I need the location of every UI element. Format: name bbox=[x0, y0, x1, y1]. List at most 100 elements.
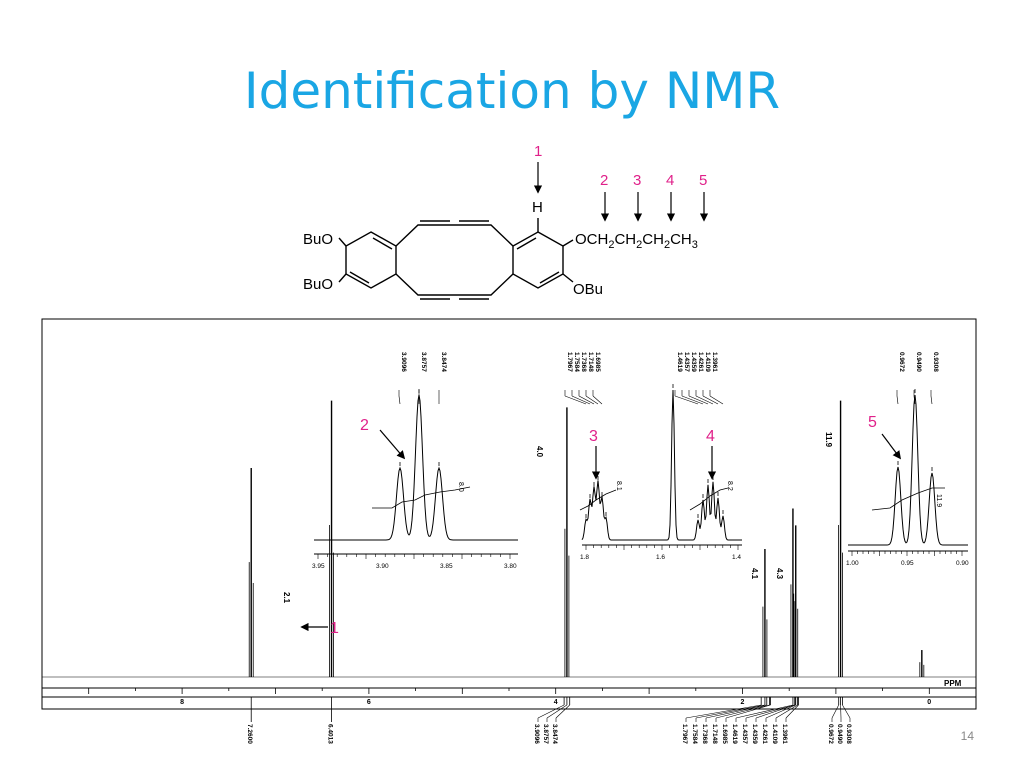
integral-curve bbox=[689, 487, 729, 511]
peak-value-label: 1.4109 bbox=[704, 352, 711, 372]
left-ring-double-bond bbox=[372, 237, 393, 250]
inset-integral: 8.1 bbox=[615, 481, 622, 491]
peak-leader bbox=[842, 704, 851, 719]
structure-labels: BuO BuO OBu H OCH2CH2CH2CH3 bbox=[303, 199, 698, 298]
buo-label: BuO bbox=[303, 276, 333, 293]
peak-value-label: 0.9490 bbox=[915, 352, 922, 372]
peak-value-label: 1.4357 bbox=[741, 724, 748, 744]
integral-labels: 2.1 4.0 4.1 4.3 11.9 bbox=[282, 432, 833, 604]
peak-leader bbox=[755, 704, 795, 719]
peak-leader bbox=[745, 704, 795, 719]
inset-axis-label: 0.90 bbox=[956, 560, 969, 567]
peak-leader bbox=[702, 395, 719, 405]
bond bbox=[562, 273, 574, 283]
peak-leader bbox=[709, 395, 724, 405]
buo-label: BuO bbox=[303, 231, 333, 248]
inset-axis-label: 1.4 bbox=[732, 554, 741, 561]
integral-label: 4.3 bbox=[775, 568, 784, 580]
peak-value-label: 1.4109 bbox=[771, 724, 778, 744]
integral-curve bbox=[372, 486, 471, 509]
axis-tick-label: 0 bbox=[927, 699, 931, 706]
diyne-bridge-top bbox=[395, 224, 514, 247]
inset-label-3: 3 bbox=[589, 428, 598, 445]
peak-value-label: 0.9490 bbox=[836, 724, 843, 744]
peak-leader bbox=[571, 395, 591, 405]
inset-axis-label: 1.00 bbox=[846, 560, 859, 567]
position-arrows bbox=[533, 162, 709, 222]
peak-value-label: 3.8757 bbox=[542, 724, 549, 744]
left-benzene-ring bbox=[345, 231, 397, 289]
diyne-bridge-bottom bbox=[395, 273, 514, 296]
peak-value-label: 1.7584 bbox=[573, 352, 580, 372]
peak-leader bbox=[785, 704, 799, 719]
peak-leader bbox=[674, 395, 699, 405]
peak-value-label: 1.4357 bbox=[683, 352, 690, 372]
inset-spectrum-trace bbox=[581, 389, 742, 541]
peak-leader bbox=[765, 704, 796, 719]
integral-label: 4.0 bbox=[535, 446, 544, 458]
peak-value-label: 0.9308 bbox=[845, 724, 852, 744]
peak-value-label: 1.4261 bbox=[761, 724, 768, 744]
peak-value-label: 3.9096 bbox=[400, 352, 407, 372]
peak-value-label: 1.7368 bbox=[701, 724, 708, 744]
inset-axis-label: 1.6 bbox=[656, 554, 665, 561]
peak-value-label: 1.4359 bbox=[751, 724, 758, 744]
peak-value-label: 1.4619 bbox=[676, 352, 683, 372]
inset-spectrum-trace bbox=[314, 394, 518, 541]
position-label-1: 1 bbox=[534, 143, 542, 160]
spectrum-frame bbox=[41, 318, 977, 710]
peak-leader bbox=[896, 395, 899, 405]
integral-label: 2.1 bbox=[282, 592, 291, 604]
peak-value-label: 0.9672 bbox=[827, 724, 834, 744]
peak-label-1: 1 bbox=[330, 620, 339, 637]
peak-value-label: 3.8474 bbox=[440, 352, 447, 372]
peak-value-label: 1.7368 bbox=[580, 352, 587, 372]
peak-value-label: 3.9096 bbox=[533, 724, 540, 744]
peak-value-label: 3.8757 bbox=[420, 352, 427, 372]
inset-axis-label: 3.85 bbox=[440, 563, 453, 570]
peak-leader bbox=[546, 704, 568, 719]
ppm-unit-label: PPM bbox=[944, 679, 962, 688]
position-labels: 1 2 3 4 5 bbox=[534, 143, 707, 189]
peak-leader bbox=[685, 704, 762, 719]
peak-leader bbox=[695, 704, 765, 719]
arrow-icon bbox=[881, 433, 902, 460]
inset-ch2: 1.8 1.6 1.4 3 4 8.1 8.2 bbox=[579, 384, 742, 561]
peak-leader bbox=[725, 704, 771, 719]
inset-axis-label: 0.95 bbox=[901, 560, 914, 567]
peak-value-label: 0.9308 bbox=[932, 352, 939, 372]
peak-value-label: 1.6985 bbox=[721, 724, 728, 744]
bond bbox=[338, 273, 347, 283]
right-ring-double-bond bbox=[539, 271, 560, 284]
integral-label: 4.1 bbox=[750, 568, 759, 580]
right-benzene-ring bbox=[512, 231, 564, 289]
inset-spectrum-trace bbox=[848, 394, 968, 546]
peak-value-label: 1.7967 bbox=[681, 724, 688, 744]
integral-curve bbox=[871, 487, 945, 511]
inset-label-4: 4 bbox=[706, 428, 715, 445]
alkoxy-chain-label: OCH2CH2CH2CH3 bbox=[575, 231, 698, 251]
molecular-structure bbox=[338, 218, 574, 300]
inset-axis-label: 3.90 bbox=[376, 563, 389, 570]
position-label-5: 5 bbox=[699, 172, 707, 189]
slide-title: Identification by NMR bbox=[243, 62, 781, 120]
peak-value-label: 1.7967 bbox=[566, 352, 573, 372]
page-number: 14 bbox=[960, 729, 974, 743]
peak-value-label: 1.6985 bbox=[594, 352, 601, 372]
axis-tick-label: 4 bbox=[554, 699, 558, 706]
peak-leader bbox=[681, 395, 704, 405]
peak-leader bbox=[592, 395, 603, 405]
bond bbox=[338, 237, 347, 247]
peak-leader bbox=[695, 395, 714, 405]
peak-value-label: 0.9672 bbox=[898, 352, 905, 372]
inset-axis-label: 3.80 bbox=[504, 563, 517, 570]
peak-value-label: 1.7148 bbox=[587, 352, 594, 372]
inset-integral: 8.2 bbox=[726, 481, 733, 491]
peak-value-label: 1.3961 bbox=[781, 724, 788, 744]
inset-axis-label: 1.8 bbox=[580, 554, 589, 561]
inset-axis-label: 3.95 bbox=[312, 563, 325, 570]
